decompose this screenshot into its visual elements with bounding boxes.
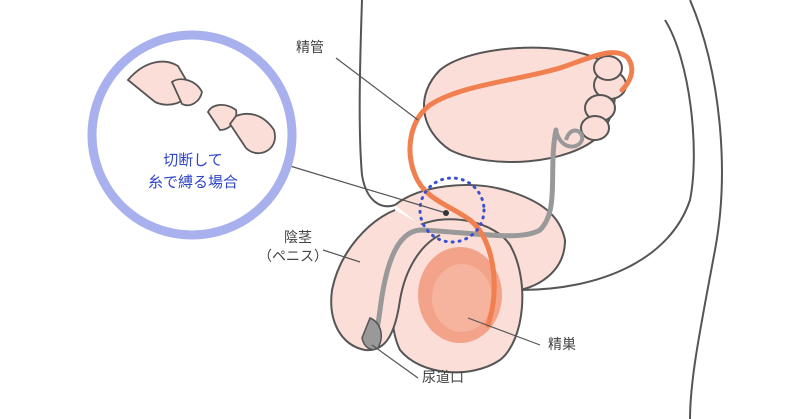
- seminal-vesicle: [580, 55, 627, 141]
- buttock-outline: [519, 19, 695, 291]
- urethra: [371, 127, 559, 343]
- label-urethral-opening: 尿道口: [422, 370, 464, 386]
- inset-leader-line: [289, 165, 447, 214]
- testis-leader-line: [467, 317, 541, 346]
- vas-leader-line: [335, 57, 419, 121]
- label-vas-deferens: 精管: [296, 40, 324, 56]
- thigh-outline: [689, 0, 723, 419]
- label-penis: 陰茎: [284, 230, 312, 246]
- testis-inner: [432, 264, 492, 332]
- cut-vas-upper: [126, 60, 203, 107]
- body-outline: [358, 0, 396, 208]
- inset-caption-line2: 糸で縛る場合: [147, 173, 238, 191]
- vas-deferens: [407, 50, 635, 328]
- penis-leader-line: [322, 249, 361, 263]
- label-testis: 精巣: [548, 337, 576, 353]
- cut-site-dot: [443, 210, 449, 216]
- ejaculatory-duct: [554, 128, 585, 149]
- glans-tip: [361, 317, 382, 351]
- label-penis-reading: （ペニス）: [258, 249, 328, 265]
- cut-site-highlight: [418, 176, 486, 244]
- cut-vas-lower: [206, 104, 276, 154]
- urethral-leader-line: [371, 344, 419, 379]
- inset-caption-line1: 切断して: [163, 151, 223, 169]
